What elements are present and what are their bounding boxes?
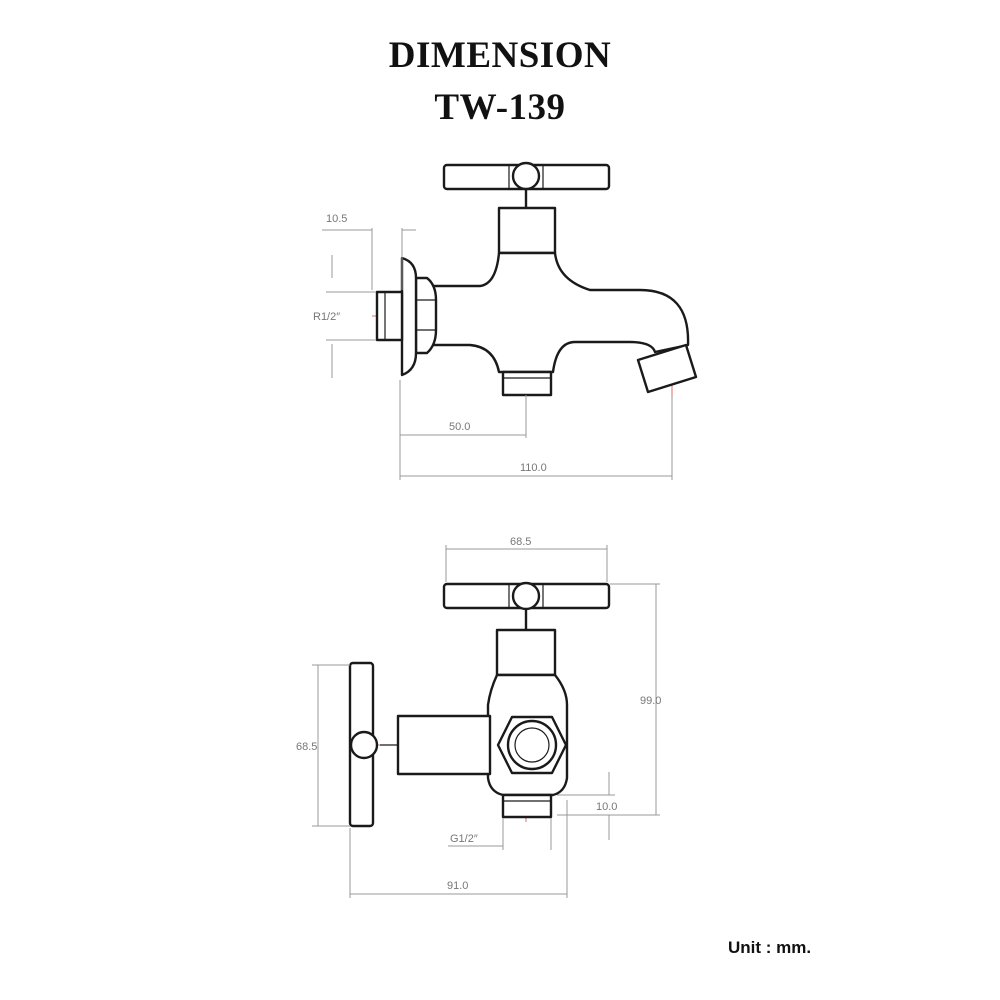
dim-center-label: 50.0 — [449, 421, 470, 433]
dim-height-label: 99.0 — [640, 695, 661, 707]
model-number: TW-139 — [434, 87, 566, 128]
side-spout-body — [430, 251, 690, 374]
side-handle-knob — [511, 161, 541, 191]
page-title: DIMENSION — [388, 35, 612, 76]
front-outlet-inner — [514, 727, 550, 763]
dim-outlet-depth-label: 10.0 — [596, 801, 617, 813]
side-bottom-outlet — [501, 370, 553, 397]
dim-inlet-thread-label: R1/2″ — [313, 311, 340, 323]
side-inlet-thread — [375, 290, 404, 342]
dim-bottom-thread-label: G1/2″ — [450, 833, 478, 845]
dim-width-label: 91.0 — [447, 880, 468, 892]
dim-handle-height-label: 68.5 — [296, 741, 317, 753]
unit-label: Unit : mm. — [728, 938, 812, 957]
front-top-handle-knob — [511, 581, 541, 611]
side-view: 10.5 R1/2″ 50.0 110.0 — [313, 161, 698, 480]
side-bonnet — [497, 206, 557, 255]
side-nut — [414, 276, 438, 355]
dim-flange-label: 10.5 — [326, 213, 347, 225]
dim-handle-width-label: 68.5 — [510, 536, 531, 548]
front-view: 68.5 99.0 68.5 10.0 G1/2″ 91.0 — [296, 536, 661, 898]
front-top-bonnet — [495, 628, 557, 677]
front-bottom-outlet — [501, 793, 553, 819]
side-aerator — [636, 343, 698, 394]
side-flange — [400, 256, 418, 377]
front-side-housing — [396, 714, 492, 776]
front-side-handle-knob — [349, 730, 379, 760]
dim-length-label: 110.0 — [520, 462, 547, 474]
